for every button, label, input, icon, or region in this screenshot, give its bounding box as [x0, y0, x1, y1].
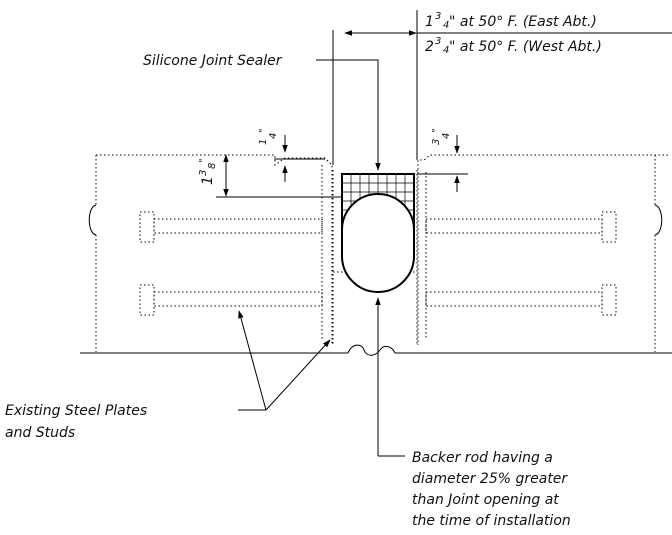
svg-text:1: 1: [425, 14, 434, 30]
svg-text:4: 4: [268, 133, 279, 139]
joint-opening-lines: [332, 10, 418, 345]
sealer-callout: Silicone Joint Sealer: [143, 53, 381, 171]
left-recess-dimension: 1 4 ": [258, 128, 325, 182]
sealer-depth-dimension: 1 3 8 ": [198, 154, 342, 198]
svg-text:1: 1: [258, 139, 269, 145]
left-stud-upper: [139, 211, 323, 243]
svg-text:Existing Steel Plates: Existing Steel Plates: [5, 403, 147, 419]
deck-bottom-line: [80, 344, 672, 356]
right-stud-upper: [425, 211, 617, 243]
svg-text:2: 2: [425, 39, 434, 55]
svg-text:3: 3: [431, 139, 442, 145]
svg-text:3: 3: [435, 36, 441, 47]
svg-text:1: 1: [200, 176, 216, 185]
left-stud-lower: [139, 284, 323, 316]
svg-text:" at 50° F. (East Abt.): " at 50° F. (East Abt.): [449, 14, 597, 30]
backer-rod: [341, 193, 415, 293]
svg-text:Backer rod having a: Backer rod having a: [412, 450, 553, 466]
svg-text:3: 3: [198, 170, 209, 176]
right-recess-dimension: 3 4 ": [417, 128, 468, 192]
svg-text:" at 50° F. (West Abt.): " at 50° F. (West Abt.): [449, 39, 602, 55]
right-deck-section: [417, 154, 668, 352]
svg-text:4: 4: [443, 45, 449, 56]
svg-text:8: 8: [207, 163, 218, 169]
svg-text:diameter 25% greater: diameter 25% greater: [412, 471, 568, 487]
svg-text:4: 4: [441, 133, 452, 139]
svg-text:4: 4: [443, 20, 449, 31]
backer-rod-callout: Backer rod having a diameter 25% greater…: [375, 297, 571, 529]
svg-text:": ": [258, 128, 269, 133]
right-stud-lower: [425, 284, 617, 316]
svg-text:3: 3: [435, 11, 441, 22]
east-abutment-dimension: 1 3 4 " at 50° F. (East Abt.): [425, 11, 597, 31]
joint-width-dimension: 1 3 4 " at 50° F. (East Abt.) 2 3 4 " at…: [344, 11, 672, 56]
svg-text:": ": [431, 128, 442, 133]
plates-callout: Existing Steel Plates and Studs: [5, 310, 331, 441]
west-abutment-dimension: 2 3 4 " at 50° F. (West Abt.): [425, 36, 602, 56]
left-deck-section: [88, 154, 333, 352]
svg-text:than Joint opening at: than Joint opening at: [412, 492, 559, 508]
svg-text:Silicone Joint Sealer: Silicone Joint Sealer: [143, 53, 283, 69]
svg-text:": ": [198, 158, 209, 163]
svg-text:the time of installation: the time of installation: [412, 513, 571, 529]
svg-text:and Studs: and Studs: [5, 425, 75, 441]
